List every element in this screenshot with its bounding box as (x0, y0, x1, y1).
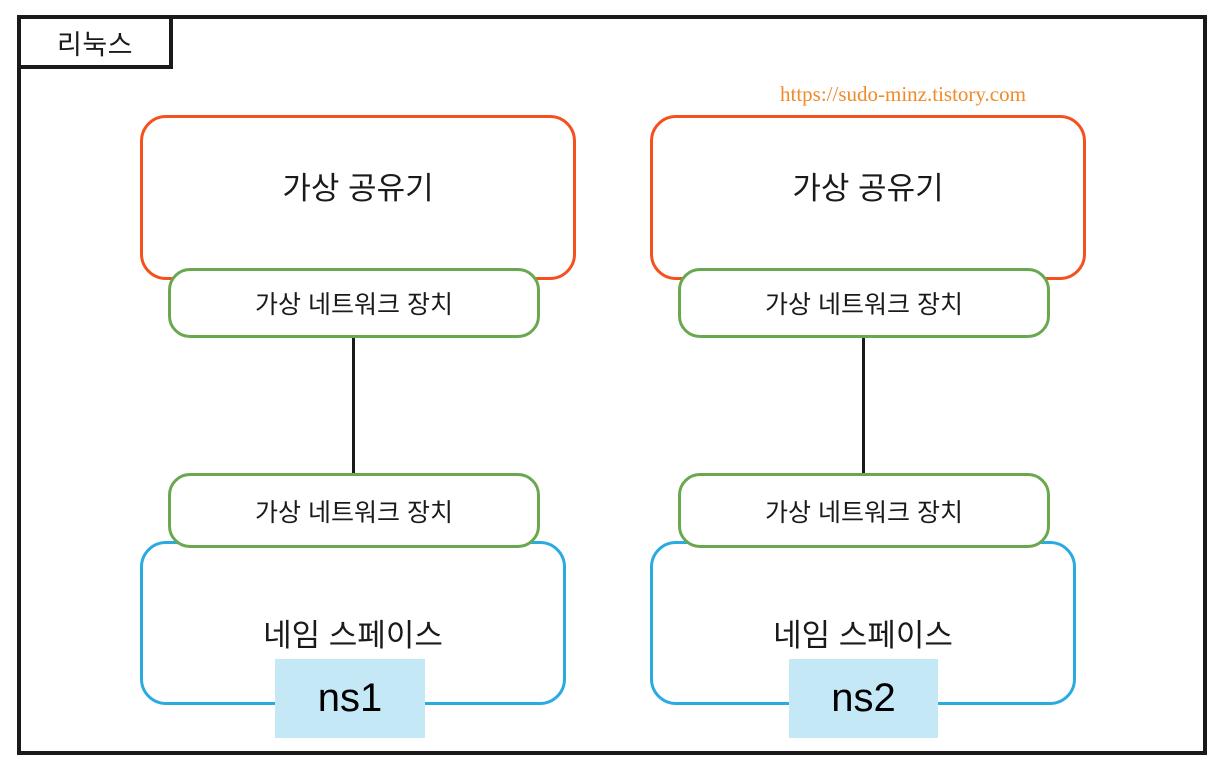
veth-connector-line-ns1 (352, 337, 355, 474)
namespace-label-ns1: 네임 스페이스 (263, 617, 443, 653)
namespace-name-ns2: ns2 (831, 676, 896, 720)
virtual-network-device-bottom-ns1: 가상 네트워크 장치 (168, 473, 540, 548)
virtual-router-label-ns2: 가상 공유기 (792, 171, 944, 206)
watermark-url: https://sudo-minz.tistory.com (780, 82, 1026, 106)
virtual-network-device-top-label-ns2: 가상 네트워크 장치 (765, 291, 963, 319)
virtual-network-device-bottom-label-ns2: 가상 네트워크 장치 (765, 498, 963, 527)
virtual-network-device-top-ns2: 가상 네트워크 장치 (678, 268, 1050, 338)
virtual-network-device-bottom-ns2: 가상 네트워크 장치 (678, 473, 1050, 548)
virtual-network-device-top-ns1: 가상 네트워크 장치 (168, 268, 540, 338)
virtual-router-box-ns2: 가상 공유기 (650, 115, 1086, 280)
virtual-network-device-top-label-ns1: 가상 네트워크 장치 (255, 291, 453, 319)
linux-frame-label: 리눅스 (17, 15, 173, 69)
namespace-label-ns2: 네임 스페이스 (773, 617, 953, 653)
namespace-name-ns1: ns1 (317, 676, 383, 720)
namespace-name-chip-ns2: ns2 (789, 659, 938, 738)
virtual-router-box-ns1: 가상 공유기 (140, 115, 576, 280)
virtual-router-label-ns1: 가상 공유기 (282, 171, 434, 206)
namespace-name-chip-ns1: ns1 (275, 659, 425, 738)
virtual-network-device-bottom-label-ns1: 가상 네트워크 장치 (255, 498, 453, 527)
veth-connector-line-ns2 (862, 337, 865, 474)
